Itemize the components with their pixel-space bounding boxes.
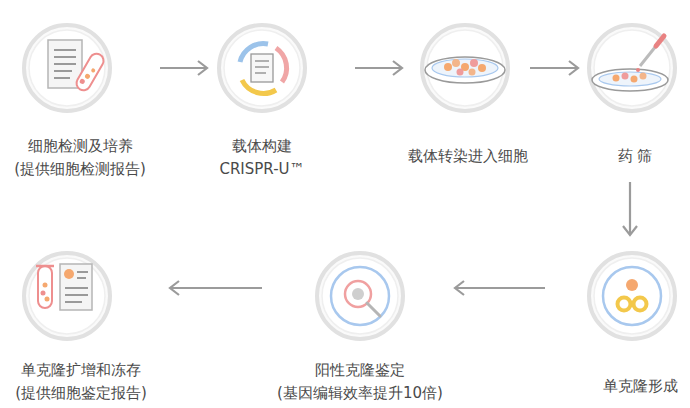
flow-arrow xyxy=(530,61,578,75)
step-label: 载体转染进入细胞 xyxy=(408,145,528,168)
step-note: (基因编辑效率提升10倍) xyxy=(277,382,443,405)
step-circle: 载体转染进入细胞 xyxy=(420,23,510,113)
circle-outline xyxy=(420,23,510,113)
step-label-group: 阳性克隆鉴定(基因编辑效率提升10倍) xyxy=(277,359,443,405)
flow-arrow xyxy=(455,281,545,295)
step-circle: 药 筛 xyxy=(587,23,677,113)
step-label: 阳性克隆鉴定 xyxy=(277,359,443,382)
circle-outline xyxy=(587,251,677,341)
step-note: CRISPR-U™ xyxy=(219,158,304,181)
step-label-group: 载体转染进入细胞 xyxy=(408,145,528,168)
circle-outline xyxy=(587,23,677,113)
flow-arrow xyxy=(355,61,402,75)
step-label: 药 筛 xyxy=(618,145,653,168)
step-note: (提供细胞检测报告) xyxy=(14,158,146,181)
circle-outline xyxy=(217,23,307,113)
step-label: 载体构建 xyxy=(219,135,304,158)
step-note: (提供细胞鉴定报告) xyxy=(15,382,147,405)
step-label-group: 细胞检测及培养(提供细胞检测报告) xyxy=(14,135,146,181)
step-circle: 单克隆扩增和冻存(提供细胞鉴定报告) xyxy=(22,251,112,341)
step-label-group: 单克隆扩增和冻存(提供细胞鉴定报告) xyxy=(15,359,147,405)
circle-outline xyxy=(315,251,405,341)
step-circle: 细胞检测及培养(提供细胞检测报告) xyxy=(22,23,112,113)
circle-outline xyxy=(22,23,112,113)
step-label: 单克隆扩增和冻存 xyxy=(15,359,147,382)
step-label-group: 单克隆形成 xyxy=(603,375,678,398)
step-label-group: 载体构建CRISPR-U™ xyxy=(219,135,304,181)
step-circle: 载体构建CRISPR-U™ xyxy=(217,23,307,113)
step-label: 单克隆形成 xyxy=(603,375,678,398)
step-label: 细胞检测及培养 xyxy=(14,135,146,158)
step-circle: 单克隆形成 xyxy=(587,251,677,341)
step-label-group: 药 筛 xyxy=(618,145,653,168)
flow-arrow xyxy=(170,281,262,295)
flow-arrow xyxy=(160,61,207,75)
step-circle: 阳性克隆鉴定(基因编辑效率提升10倍) xyxy=(315,251,405,341)
flow-arrow xyxy=(623,182,637,235)
circle-outline xyxy=(22,251,112,341)
